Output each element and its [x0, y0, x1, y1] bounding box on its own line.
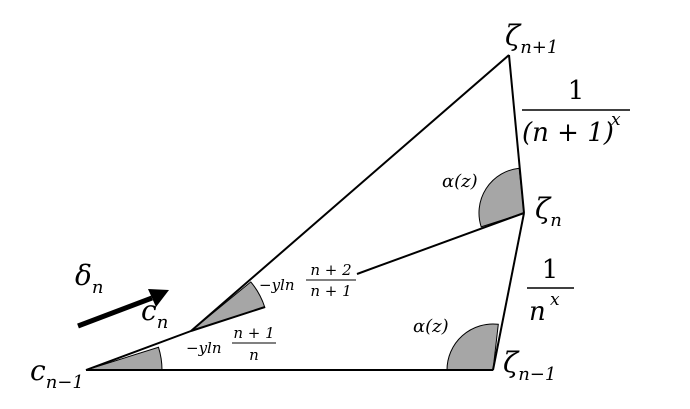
svg-text:−yln: −yln	[259, 276, 295, 294]
edge-zeta-n-to-c-n-left	[190, 306, 266, 332]
edge-zeta-n-to-zeta-n-minus-1	[492, 212, 525, 371]
svg-text:n + 1: n + 1	[233, 324, 274, 342]
fraction-right-upper: 1 (n + 1) x	[522, 76, 630, 148]
label-c-n-minus-1: cn−1	[30, 354, 84, 393]
svg-text:x: x	[550, 290, 560, 310]
label-c-n: cn	[141, 294, 168, 333]
edge-c-n-to-zeta-n-plus-1	[190, 54, 510, 332]
label-alpha-upper: α(z)	[442, 171, 478, 192]
svg-text:x: x	[611, 110, 621, 130]
fraction-angle-upper: −yln n + 2 n + 1	[259, 261, 356, 300]
edge-c-n-minus-1-to-c-n	[85, 330, 192, 371]
edge-zeta-n-to-c-n-right	[356, 212, 525, 275]
svg-text:1: 1	[568, 76, 585, 106]
label-alpha-lower: α(z)	[413, 316, 449, 337]
svg-text:n + 2: n + 2	[310, 261, 351, 279]
direction-arrow-head	[148, 289, 169, 307]
fraction-right-lower: 1 n x	[527, 255, 574, 327]
label-delta-n: δn	[75, 259, 103, 298]
svg-text:(n + 1): (n + 1)	[522, 118, 614, 148]
svg-text:n: n	[249, 346, 259, 364]
edge-zeta-n-plus-1-to-zeta-n	[508, 54, 525, 214]
direction-arrow-shaft	[77, 295, 153, 329]
svg-text:1: 1	[542, 255, 559, 285]
angle-wedge-zeta-n-minus-1	[446, 323, 499, 371]
svg-text:−yln: −yln	[186, 339, 222, 357]
svg-text:n: n	[529, 297, 546, 327]
fraction-angle-lower: −yln n + 1 n	[186, 324, 276, 364]
label-zeta-n-plus-1: ζn+1	[505, 19, 558, 58]
label-zeta-n-minus-1: ζn−1	[503, 346, 556, 385]
angle-wedge-zeta-n	[478, 167, 525, 228]
label-zeta-n: ζn	[535, 192, 562, 231]
svg-text:n + 1: n + 1	[310, 282, 351, 300]
